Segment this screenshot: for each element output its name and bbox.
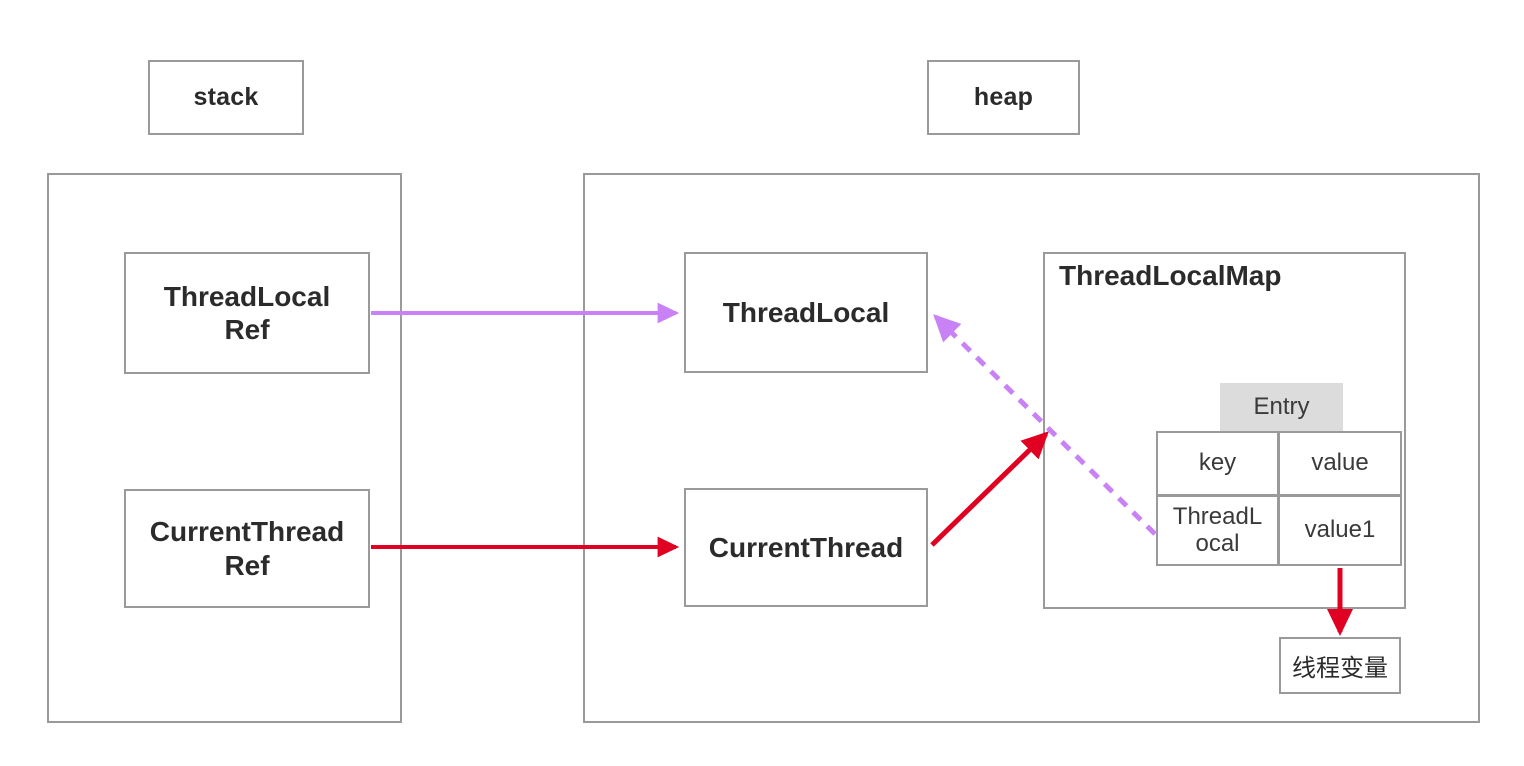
entry-row-key-line2: ocal [1195, 529, 1240, 557]
heap-panel [583, 173, 1480, 723]
entry-header-key: key [1156, 431, 1279, 496]
thread-variable-box: 线程变量 [1279, 637, 1401, 694]
threadlocal-ref-line2: Ref [224, 314, 270, 345]
entry-row-value: value1 [1278, 495, 1402, 566]
thread-variable-text: 线程变量 [1292, 655, 1388, 682]
entry-caption: Entry [1220, 383, 1343, 431]
threadlocal-text: ThreadLocal [722, 296, 890, 328]
entry-row-key-line1: ThreadL [1172, 503, 1263, 531]
currentthread-ref-box: CurrentThread Ref [124, 489, 370, 608]
heap-label-box: heap [927, 60, 1080, 135]
currentthread-box: CurrentThread [684, 488, 928, 607]
currentthread-ref-line1: CurrentThread [149, 516, 345, 548]
entry-header-value-text: value [1311, 449, 1369, 477]
threadlocal-box: ThreadLocal [684, 252, 928, 373]
threadlocalmap-title: ThreadLocalMap [1059, 260, 1282, 291]
entry-caption-text: Entry [1253, 393, 1310, 420]
entry-row-value-text: value1 [1304, 516, 1376, 544]
heap-label-text: heap [973, 83, 1034, 111]
entry-header-value: value [1278, 431, 1402, 496]
stack-panel [47, 173, 402, 723]
entry-row-key: ThreadL ocal [1156, 495, 1279, 566]
stack-label-text: stack [193, 83, 259, 111]
currentthread-text: CurrentThread [708, 531, 904, 563]
entry-header-key-text: key [1198, 449, 1237, 477]
stack-label-box: stack [148, 60, 304, 135]
threadlocal-ref-line1: ThreadLocal [163, 280, 331, 312]
threadlocal-ref-box: ThreadLocal Ref [124, 252, 370, 374]
currentthread-ref-line2: Ref [224, 549, 270, 581]
